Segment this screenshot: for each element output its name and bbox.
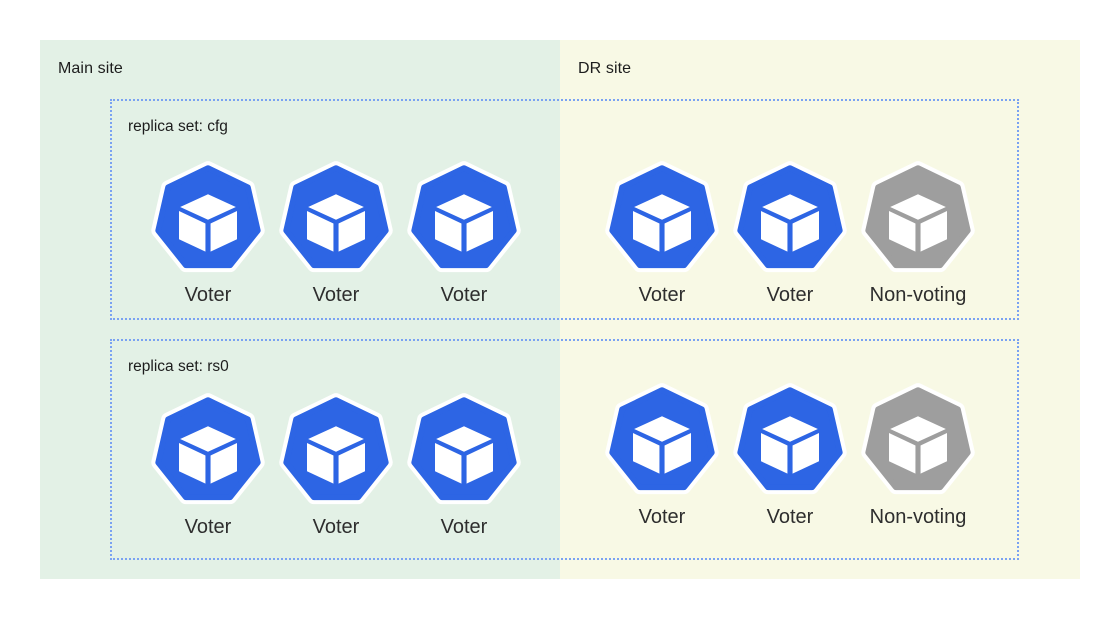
node-role-label: Voter (184, 516, 232, 538)
node-role-label: Voter (440, 516, 488, 538)
node-role-label: Voter (766, 506, 814, 528)
pod-heptagon-cube-icon (604, 160, 720, 276)
pod-heptagon-cube-icon (604, 382, 720, 498)
main-site-label: Main site (58, 60, 123, 77)
dr-site-node-cluster: Voter Voter Non-voting (604, 382, 976, 529)
main-site-node-cluster: Voter Voter Voter (150, 392, 522, 539)
replicaset-node-voter: Voter (278, 160, 394, 307)
dr-site-node-cluster: Voter Voter Non-voting (604, 160, 976, 307)
replicaset-node-voter: Voter (604, 160, 720, 307)
pod-heptagon-cube-icon (860, 382, 976, 498)
node-role-label: Non-voting (869, 506, 967, 528)
replicaset-node-voter: Voter (732, 382, 848, 529)
node-role-label: Voter (312, 284, 360, 306)
replicaset-node-non_voting: Non-voting (860, 160, 976, 307)
replica-set-label: replica set: rs0 (128, 358, 229, 375)
replicaset-node-voter: Voter (278, 392, 394, 539)
node-role-label: Voter (440, 284, 488, 306)
pod-heptagon-cube-icon (732, 382, 848, 498)
pod-heptagon-cube-icon (406, 160, 522, 276)
replicaset-node-voter: Voter (406, 392, 522, 539)
dr-site-label: DR site (578, 60, 632, 77)
node-role-label: Voter (766, 284, 814, 306)
node-role-label: Voter (638, 284, 686, 306)
node-role-label: Voter (638, 506, 686, 528)
pod-heptagon-cube-icon (732, 160, 848, 276)
pod-heptagon-cube-icon (406, 392, 522, 508)
pod-heptagon-cube-icon (150, 160, 266, 276)
replicaset-node-voter: Voter (732, 160, 848, 307)
replica-set-label: replica set: cfg (128, 118, 228, 135)
pod-heptagon-cube-icon (278, 160, 394, 276)
replicaset-node-non_voting: Non-voting (860, 382, 976, 529)
replicaset-node-voter: Voter (150, 160, 266, 307)
replicaset-node-voter: Voter (406, 160, 522, 307)
node-role-label: Voter (312, 516, 360, 538)
pod-heptagon-cube-icon (150, 392, 266, 508)
replicaset-node-voter: Voter (150, 392, 266, 539)
node-role-label: Non-voting (869, 284, 967, 306)
pod-heptagon-cube-icon (860, 160, 976, 276)
pod-heptagon-cube-icon (278, 392, 394, 508)
replicaset-node-voter: Voter (604, 382, 720, 529)
node-role-label: Voter (184, 284, 232, 306)
main-site-node-cluster: Voter Voter Voter (150, 160, 522, 307)
